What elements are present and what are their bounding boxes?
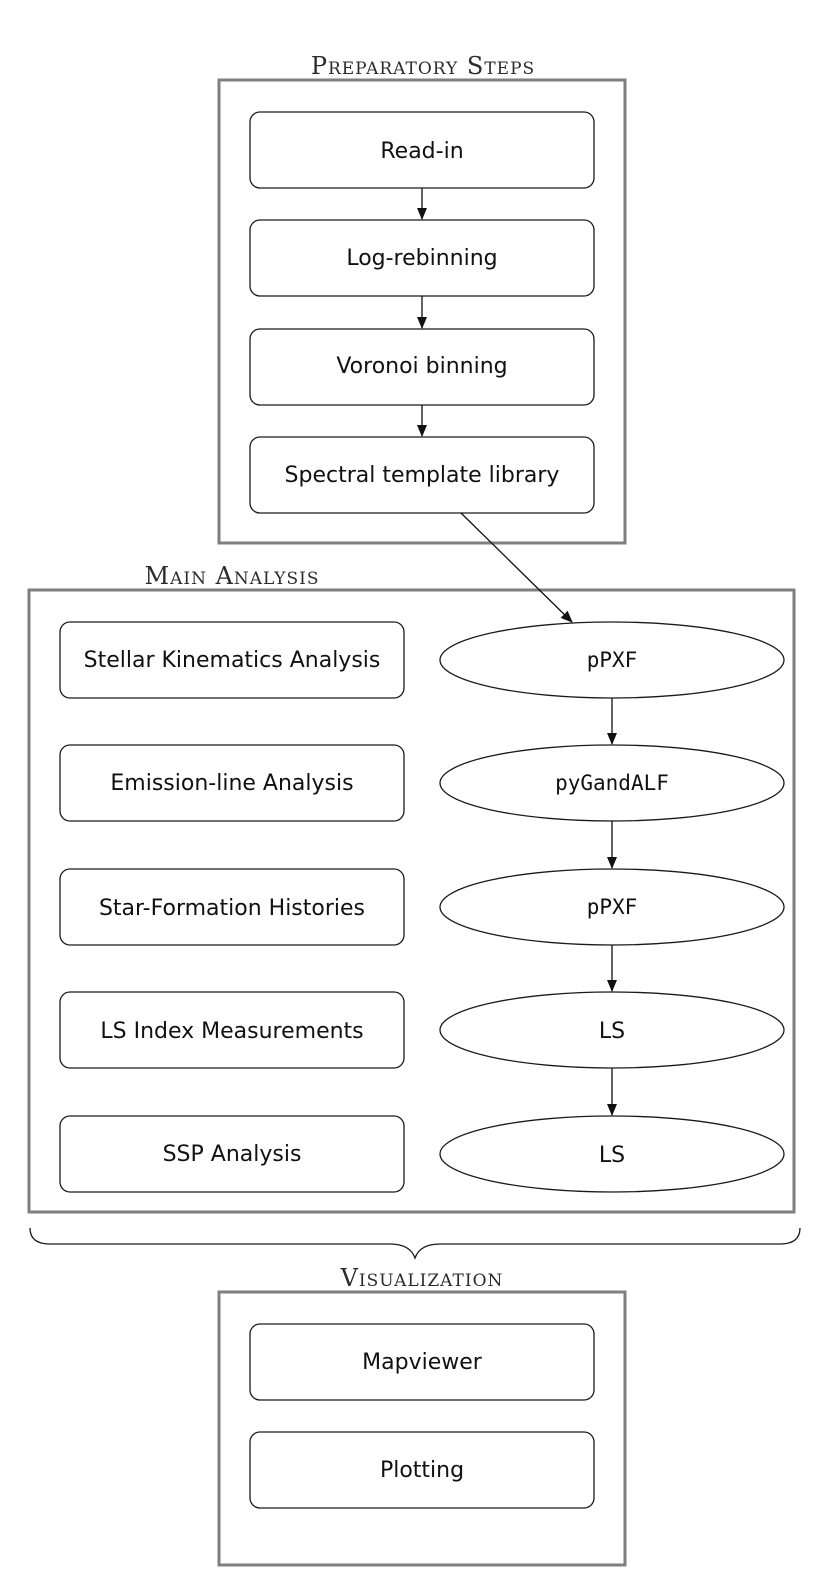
preparatory-steps-frame — [217, 78, 627, 545]
prep-step-label: Spectral template library — [285, 463, 560, 488]
module-label: Stellar Kinematics Analysis — [84, 648, 381, 673]
module-label: LS Index Measurements — [100, 1019, 363, 1044]
vis-step-box — [249, 1323, 595, 1401]
arrow-template-library-to-ppxf — [460, 512, 573, 623]
code-node-pygandalf: pyGandALF — [439, 744, 785, 822]
code-node-label: pyGandALF — [555, 771, 669, 795]
main-analysis-title: Main Analysis — [145, 562, 320, 590]
main-analysis-frame — [27, 588, 796, 1214]
code-node-label: LS — [599, 1019, 625, 1044]
preparatory-steps-title: Preparatory Steps — [311, 52, 535, 80]
prep-step-label: Voronoi binning — [336, 354, 507, 379]
prep-step-voronoi-binning: Voronoi binning — [249, 328, 595, 406]
code-node-ppxf: pPXF — [439, 621, 785, 699]
code-node-ellipse — [439, 1115, 785, 1193]
code-node-ppxf-sfh: pPXF — [439, 868, 785, 946]
prep-step-read-in: Read-in — [249, 111, 595, 189]
code-node-ls-index: LS — [439, 991, 785, 1069]
module-box — [59, 868, 405, 946]
module-label: Star-Formation Histories — [99, 896, 365, 921]
visualization-title: Visualization — [340, 1264, 504, 1292]
module-box — [59, 1115, 405, 1193]
module-ssp-analysis: SSP Analysis — [59, 1115, 405, 1193]
module-stellar-kinematics: Stellar Kinematics Analysis — [59, 621, 405, 699]
code-node-label: pPXF — [587, 648, 638, 672]
module-box — [59, 991, 405, 1069]
prep-step-spectral-template-library: Spectral template library — [249, 436, 595, 514]
prep-step-label: Read-in — [380, 139, 463, 164]
grouping-brace — [29, 1227, 801, 1260]
vis-step-label: Plotting — [380, 1458, 464, 1483]
vis-step-label: Mapviewer — [362, 1350, 483, 1375]
module-star-formation-histories: Star-Formation Histories — [59, 868, 405, 946]
module-box — [59, 621, 405, 699]
code-node-label: pPXF — [587, 895, 638, 919]
module-box — [59, 744, 405, 822]
prep-step-log-rebinning: Log-rebinning — [249, 219, 595, 297]
prep-step-box — [249, 436, 595, 514]
module-label: Emission-line Analysis — [110, 771, 353, 796]
vis-step-box — [249, 1431, 595, 1509]
vis-step-mapviewer: Mapviewer — [249, 1323, 595, 1401]
vis-step-plotting: Plotting — [249, 1431, 595, 1509]
prep-step-label: Log-rebinning — [346, 246, 497, 271]
module-label: SSP Analysis — [163, 1142, 302, 1167]
code-node-label: LS — [599, 1143, 625, 1168]
module-emission-line: Emission-line Analysis — [59, 744, 405, 822]
code-node-ls-ssp: LS — [439, 1115, 785, 1193]
visualization-frame — [217, 1290, 627, 1567]
module-ls-index-measurements: LS Index Measurements — [59, 991, 405, 1069]
